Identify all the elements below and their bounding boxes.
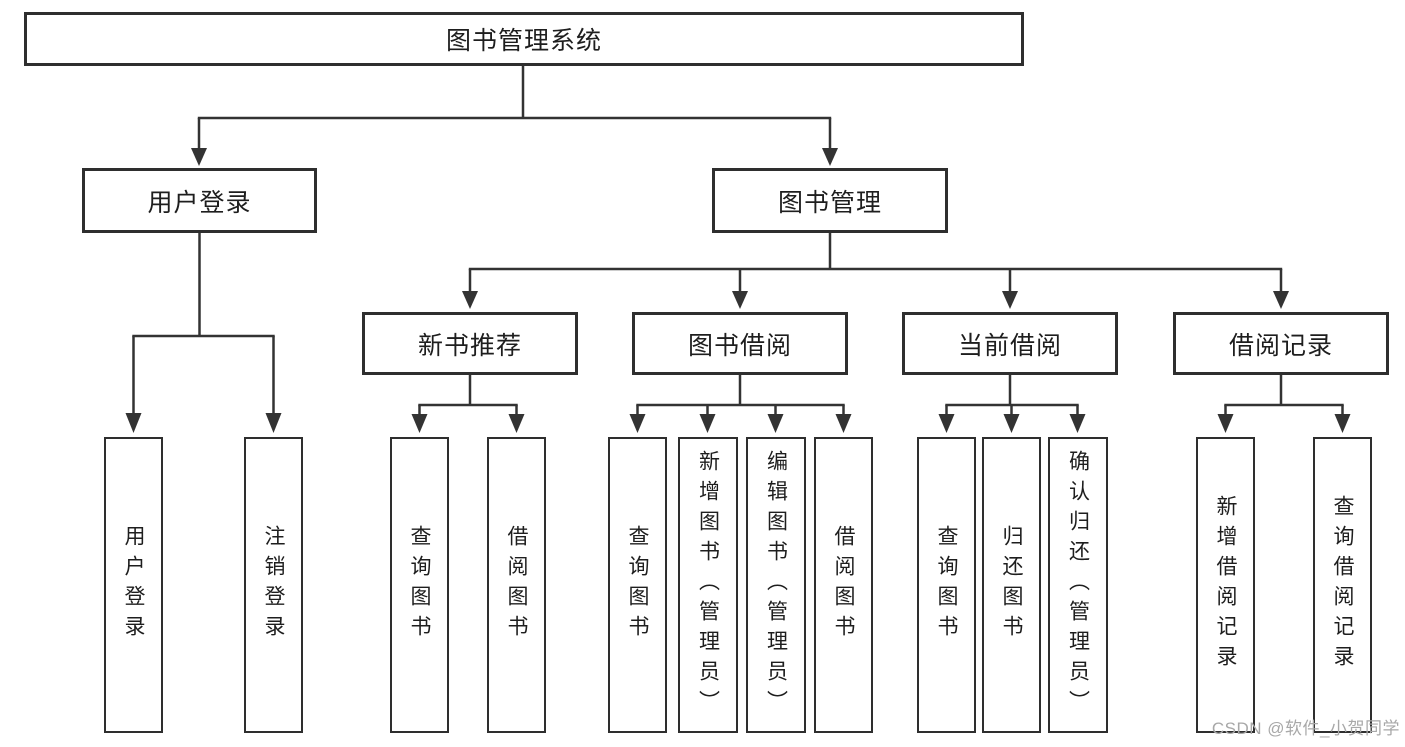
node-library-system: 图书管理系统 <box>24 12 1024 66</box>
node-label: 图书管理系统 <box>445 27 602 55</box>
leaf-label: 编辑图书（管理员） <box>764 450 788 720</box>
leaf-label: 查询图书 <box>935 525 958 645</box>
leaf-label: 归还图书 <box>1000 525 1023 645</box>
leaf-label: 确认归还（管理员） <box>1066 450 1090 720</box>
leaf-add-borrow-record: 新增借阅记录 <box>1196 437 1255 733</box>
leaf-borrow-books-recommend: 借阅图书 <box>487 437 546 733</box>
leaf-label: 查询借阅记录 <box>1331 495 1354 675</box>
node-new-book-recommend: 新书推荐 <box>362 312 578 375</box>
node-label: 图书管理 <box>777 188 882 217</box>
csdn-watermark: CSDN @软件_小贺同学 <box>1211 719 1400 738</box>
leaf-query-books-recommend: 查询图书 <box>390 437 449 733</box>
leaf-edit-book-admin: 编辑图书（管理员） <box>746 437 806 733</box>
node-label: 新书推荐 <box>417 331 522 360</box>
leaf-query-books-current: 查询图书 <box>917 437 976 733</box>
leaf-user-login: 用户登录 <box>104 437 163 733</box>
node-current-borrowing: 当前借阅 <box>902 312 1118 375</box>
node-label: 借阅记录 <box>1228 331 1333 360</box>
leaf-label: 借阅图书 <box>832 525 855 645</box>
node-book-management: 图书管理 <box>712 168 948 233</box>
leaf-label: 借阅图书 <box>505 525 528 645</box>
connector-arrowheads <box>125 148 1351 433</box>
leaf-label: 用户登录 <box>122 525 145 645</box>
node-label: 图书借阅 <box>687 331 792 360</box>
leaf-label: 新增图书（管理员） <box>696 450 720 720</box>
node-book-borrowing: 图书借阅 <box>632 312 848 375</box>
node-user-login-branch: 用户登录 <box>82 168 317 233</box>
leaf-label: 注销登录 <box>262 525 285 645</box>
leaf-confirm-return-admin: 确认归还（管理员） <box>1048 437 1108 733</box>
leaf-label: 查询图书 <box>626 525 649 645</box>
node-label: 用户登录 <box>147 188 252 217</box>
leaf-label: 查询图书 <box>408 525 431 645</box>
node-label: 当前借阅 <box>957 331 1062 360</box>
leaf-label: 新增借阅记录 <box>1214 495 1237 675</box>
leaf-logout: 注销登录 <box>244 437 303 733</box>
leaf-query-borrow-record: 查询借阅记录 <box>1313 437 1372 733</box>
leaf-query-books-borrowing: 查询图书 <box>608 437 667 733</box>
leaf-borrow-books-borrowing: 借阅图书 <box>814 437 873 733</box>
node-borrowing-records: 借阅记录 <box>1173 312 1389 375</box>
leaf-add-book-admin: 新增图书（管理员） <box>678 437 738 733</box>
leaf-return-book: 归还图书 <box>982 437 1041 733</box>
